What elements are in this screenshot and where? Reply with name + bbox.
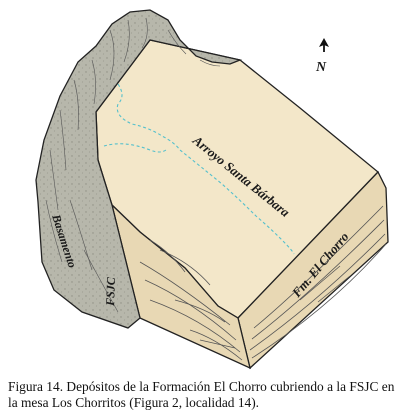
creek-line: [116, 83, 295, 255]
caption-line-1: Figura 14. Depósitos de la Formación El …: [8, 379, 395, 394]
basement-hachures: [45, 17, 221, 313]
front-face-crossbedding: [139, 239, 243, 361]
label-fsjc: FSJC: [103, 276, 118, 307]
creek-tributary: [103, 143, 167, 153]
north-arrow: N: [315, 38, 329, 75]
basement-rock: [35, 9, 243, 329]
mesa-front-face: [110, 202, 251, 370]
figure-caption: Figura 14. Depósitos de la Formación El …: [8, 379, 410, 411]
caption-line-2: la mesa Los Chorritos (Figura 2, localid…: [8, 395, 260, 410]
mesa-right-face: [237, 170, 389, 370]
block-diagram: Arroyo Santa Bárbara Basamento FSJC Fm. …: [35, 9, 389, 370]
north-label: N: [315, 60, 327, 75]
north-arrow-icon: [319, 38, 329, 47]
right-face-bedding: [249, 205, 387, 359]
